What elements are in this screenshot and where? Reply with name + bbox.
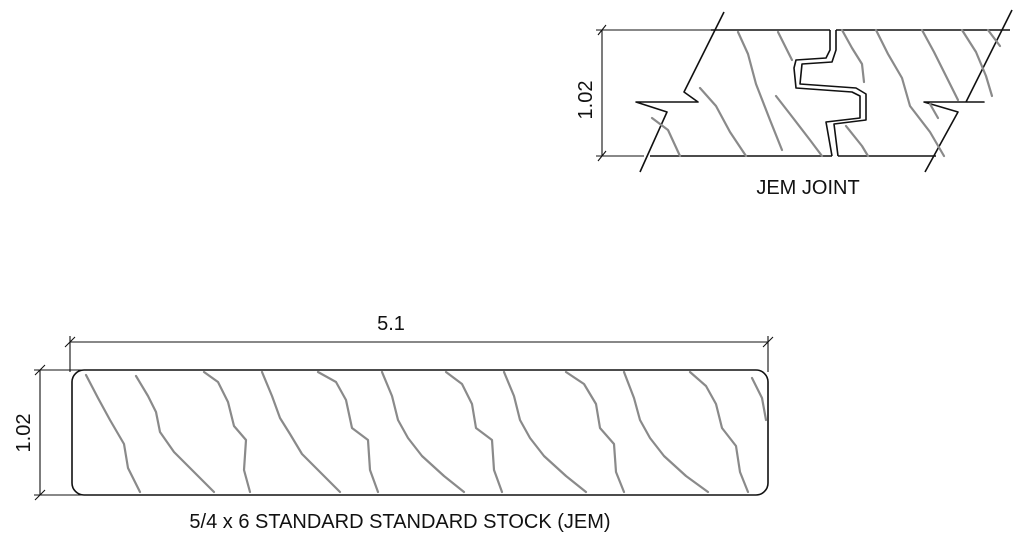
joint-caption: JEM JOINT	[756, 177, 859, 199]
board-caption: 5/4 x 6 STANDARD STANDARD STOCK (JEM)	[189, 511, 610, 533]
board-outline	[71, 369, 769, 496]
joint-height-dimension: 1.02	[575, 24, 712, 162]
joint-profile	[793, 30, 867, 157]
board-height-dimension: 1.02	[13, 364, 86, 501]
board-width-dimension: 5.1	[64, 313, 774, 372]
joint-detail: 1.02	[575, 9, 1013, 199]
board-width-label: 5.1	[377, 313, 405, 335]
board-height-label: 1.02	[13, 414, 35, 453]
joint-left-board	[635, 11, 832, 173]
board-profile: 5.1 1.02 5/4 x 6 STAND	[13, 313, 774, 533]
joint-grain-lines	[650, 28, 1002, 158]
board-grain-lines	[84, 370, 768, 494]
joint-height-label: 1.02	[575, 81, 597, 120]
